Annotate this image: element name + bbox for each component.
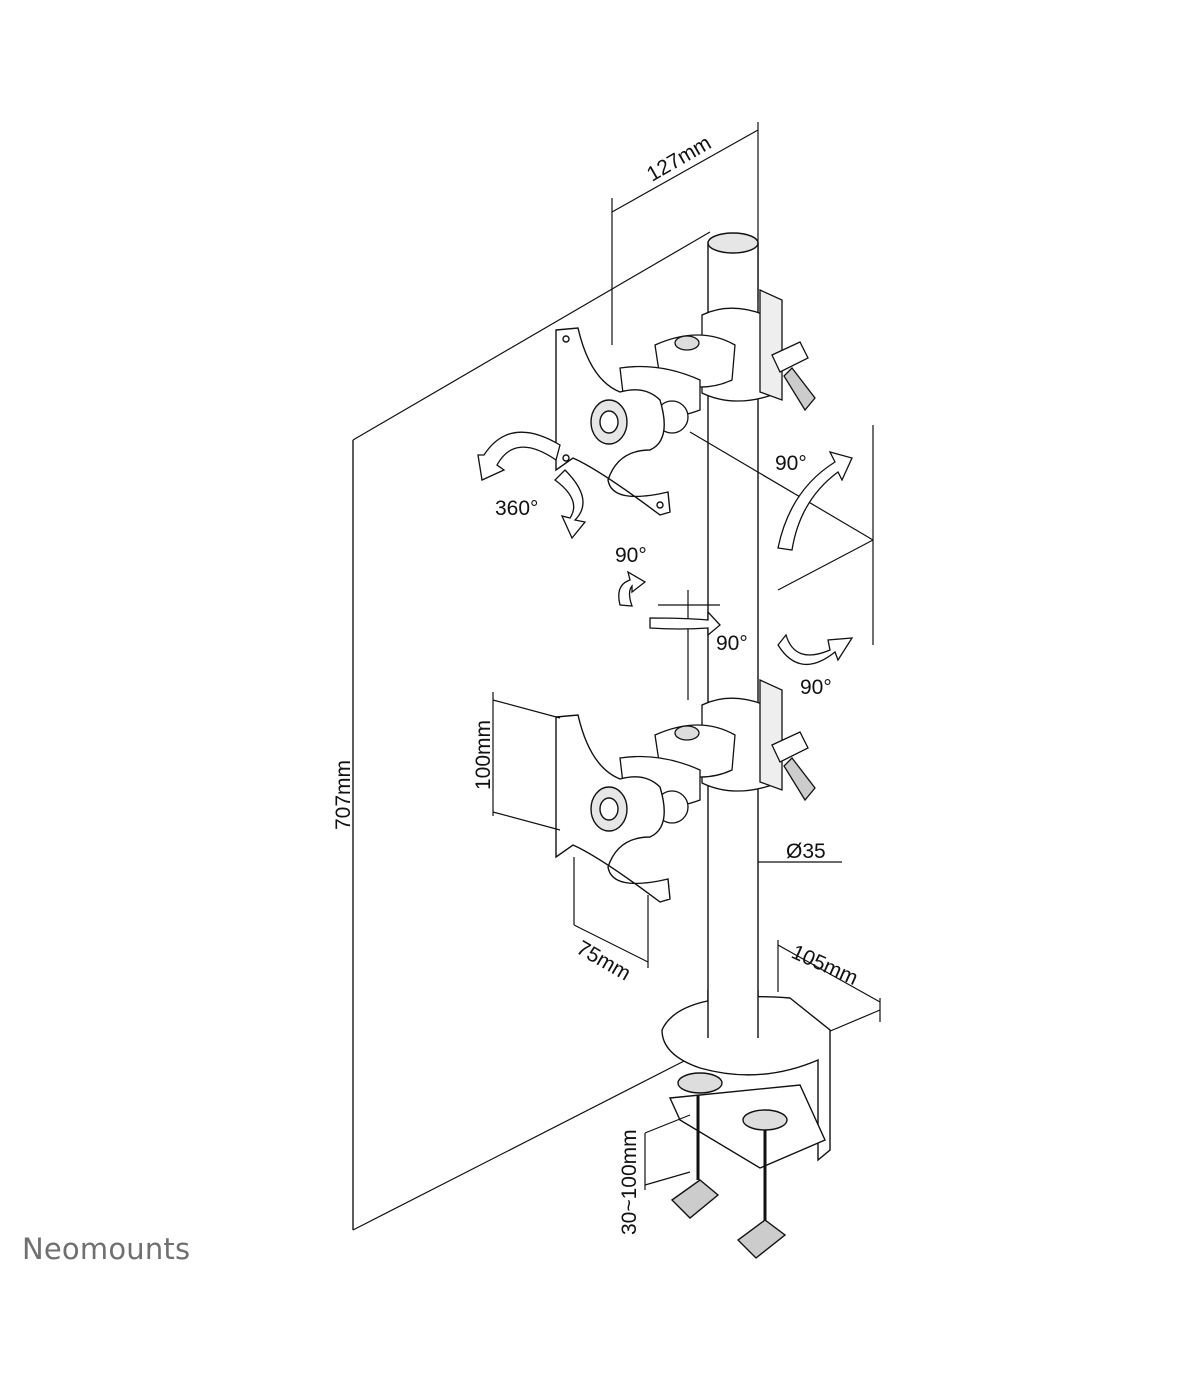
- rotate-arrow-top-icon: [477, 431, 561, 481]
- brand-logo: Neomounts: [22, 1232, 191, 1266]
- tilt-90-label: 90°: [775, 452, 807, 475]
- rotate-360-label: 360°: [495, 497, 538, 520]
- dimension-100-label: 100mm: [472, 720, 495, 790]
- swivel-right-arrow-icon: [649, 610, 721, 637]
- dimension-105-label: 105mm: [788, 941, 861, 990]
- lower-vesa-plate: [555, 714, 671, 903]
- rotation-arrows: [477, 431, 854, 666]
- swivel-90-center-label: 90°: [716, 632, 748, 655]
- swivel-up-arrow-icon: [618, 570, 647, 607]
- dimension-75-label: 75mm: [573, 936, 635, 985]
- swivel-90-right-label: 90°: [800, 676, 832, 699]
- dimension-105-lines: [777, 940, 881, 1033]
- swivel-lower-arrow-icon: [777, 633, 854, 666]
- dimension-707-label: 707mm: [332, 760, 355, 830]
- upper-vesa-plate: [555, 327, 671, 516]
- dimension-75-lines: [573, 857, 649, 968]
- pole-diameter-label: Ø35: [786, 840, 826, 863]
- desk-clamp: [661, 990, 831, 1259]
- rotate-arrow-bottom-icon: [554, 469, 587, 540]
- swivel-90-left-label: 90°: [615, 544, 647, 567]
- swivel-guide-lines: [658, 425, 874, 700]
- dimension-clamp-label: 30~100mm: [618, 1129, 641, 1235]
- tilt-arrow-icon: [777, 450, 853, 551]
- dimension-clamp-lines: [644, 1114, 691, 1190]
- dimension-100-lines: [492, 692, 561, 831]
- dimension-127-label: 127mm: [643, 131, 715, 186]
- lower-arm-assembly: [619, 678, 816, 824]
